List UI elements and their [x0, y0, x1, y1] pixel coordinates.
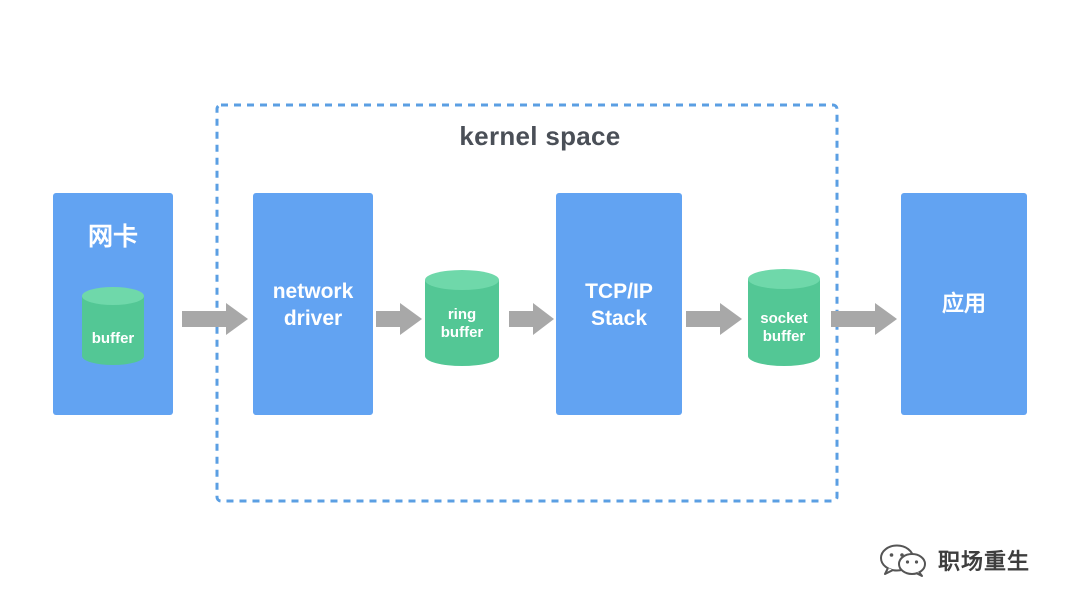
arrow-tcpip-to-socket-buffer	[686, 303, 742, 335]
tcpip-stack-box	[556, 193, 682, 415]
app-title: 应用	[941, 291, 986, 316]
wechat-icon	[880, 544, 926, 577]
app-box	[901, 193, 1027, 415]
arrow-ring-buffer-to-tcpip	[509, 303, 554, 335]
watermark: 职场重生	[878, 540, 1030, 580]
network-driver-line2: driver	[283, 307, 343, 330]
socket-buffer-line1: socket	[760, 310, 808, 327]
watermark-text: 职场重生	[938, 550, 1031, 575]
socket-buffer-cylinder	[748, 269, 820, 366]
nic-buffer-cylinder	[82, 287, 144, 365]
network-driver-line1: network	[272, 280, 354, 303]
network-driver-box	[253, 193, 373, 415]
tcpip-stack-label: TCP/IP Stack	[556, 278, 682, 332]
tcpip-stack-line2: Stack	[590, 307, 648, 330]
ring-buffer-line2: buffer	[440, 324, 484, 341]
ring-buffer-label: ring buffer	[425, 306, 499, 342]
arrow-socket-buffer-to-app	[831, 303, 897, 335]
socket-buffer-line2: buffer	[762, 328, 806, 345]
ring-buffer-cylinder	[425, 270, 499, 366]
nic-buffer-label: buffer	[91, 330, 135, 347]
arrow-nic-to-driver	[182, 303, 248, 335]
socket-buffer-label: socket buffer	[748, 310, 820, 346]
network-driver-label: network driver	[253, 278, 373, 332]
ring-buffer-line1: ring	[447, 306, 477, 323]
kernel-space-title: kernel space	[459, 121, 621, 151]
kernel-space-region	[215, 103, 839, 503]
tcpip-stack-line1: TCP/IP	[585, 280, 653, 303]
nic-title: 网卡	[87, 223, 138, 251]
arrow-driver-to-ring-buffer	[376, 303, 422, 335]
